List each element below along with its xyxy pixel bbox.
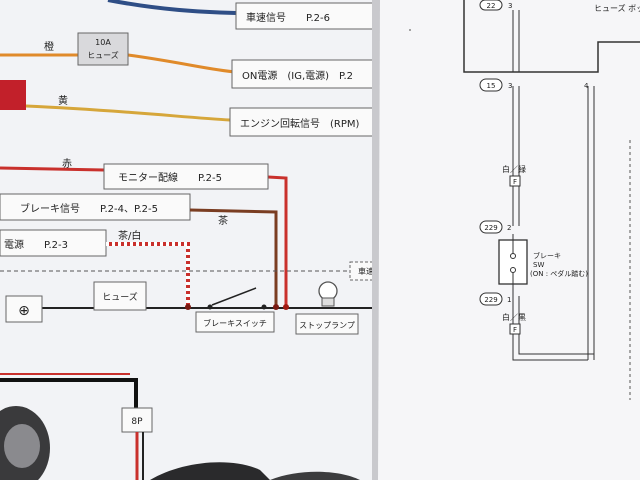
brake-switch-box <box>195 311 275 333</box>
brown-wire-label: 茶 <box>218 214 228 227</box>
junction-brown-white <box>185 304 191 310</box>
foreground-object-center <box>150 462 270 480</box>
pin-22-label: 22 <box>487 2 496 10</box>
brake-signal-box <box>0 193 191 221</box>
flag-f-bottom-box <box>509 323 521 335</box>
foreground-object-right <box>270 471 360 480</box>
paper-speck <box>409 29 411 31</box>
pin-number-4: 4 <box>584 82 589 90</box>
cut-label: 車速 <box>358 266 374 276</box>
brake-switch-contact <box>211 287 257 306</box>
fuse-10a <box>77 32 129 66</box>
pin-15-badge <box>479 78 503 92</box>
inline-fuse-box <box>93 281 147 311</box>
red-wire-label: 赤 <box>62 158 72 170</box>
ecu-block <box>0 80 26 110</box>
junction-red <box>283 304 289 310</box>
brown-white-wire-label: 茶/白 <box>118 229 141 242</box>
brown-white-wire-stripe <box>106 242 190 305</box>
brake-switch-label: ブレーキスイッチ <box>203 318 267 328</box>
pin-number-2: 2 <box>507 224 511 232</box>
pin-15-label: 15 <box>487 82 496 90</box>
on-power-label: ON電源 (IG,電源) P.2 <box>242 69 353 82</box>
stop-lamp-base <box>321 297 335 307</box>
yellow-wire-label: 黄 <box>58 94 68 107</box>
foreground-object-highlight <box>4 424 40 468</box>
power-label: 電源 P.2-3 <box>4 238 68 251</box>
brake-sw-sw: SW <box>533 261 544 269</box>
fuse-name-label: ヒューズ <box>87 50 119 60</box>
red-wire-right <box>267 175 288 305</box>
speed-signal-wire <box>107 0 237 15</box>
brake-signal-label: ブレーキ信号 P.2-4、P.2-5 <box>20 202 158 215</box>
pin-number-3-top: 3 <box>508 2 512 10</box>
wire-white-black-label: 白／黒 <box>502 312 526 322</box>
pin-number-3: 3 <box>508 82 512 90</box>
pin-229-bottom-badge <box>479 292 503 306</box>
wire-return-b <box>518 296 594 355</box>
orange-wire-label: 橙 <box>44 40 54 53</box>
flag-f-top: F <box>513 178 517 186</box>
flag-f-top-box <box>509 175 521 187</box>
battery-symbol: ⊕ <box>18 303 30 319</box>
page-fold <box>372 0 382 480</box>
pin-22-badge <box>479 0 503 11</box>
rpm-label: エンジン回転信号 (RPM) <box>240 118 360 130</box>
red-wire-left <box>0 166 105 172</box>
stop-lamp-bulb <box>318 281 338 301</box>
switch-terminal-b <box>261 304 267 310</box>
fuse-amp-label: 10A <box>95 38 111 47</box>
pin-229-bottom-label: 229 <box>484 296 497 304</box>
brake-sw-note: (ON : ペダル踏む) <box>530 269 588 278</box>
monitor-box <box>103 163 269 190</box>
connector-8p-label: 8P <box>131 417 143 427</box>
stop-lamp-box <box>295 313 359 335</box>
speed-signal-label: 車速信号 P.2-6 <box>246 11 330 24</box>
battery-box <box>5 295 43 323</box>
brake-sw-title: ブレーキ <box>533 251 561 260</box>
yellow-wire <box>25 104 231 122</box>
pin-229-top-label: 229 <box>484 224 497 232</box>
brake-sw-contact-top <box>510 253 516 259</box>
orange-wire-right <box>127 53 237 74</box>
wire-return-a <box>512 296 588 361</box>
junction-brown <box>273 304 279 310</box>
inline-fuse-label: ヒューズ <box>102 291 138 303</box>
rpm-box <box>229 107 381 137</box>
wire-white-green-label: 白／緑 <box>502 164 526 174</box>
pin-229-top-badge <box>479 220 503 234</box>
brown-wire <box>189 208 278 305</box>
monitor-label: モニター配線 P.2-5 <box>118 171 222 184</box>
on-power-box <box>231 59 383 89</box>
fuse-box-frame <box>463 0 640 73</box>
black-wire-8p <box>0 378 138 410</box>
brake-sw-contact-bottom <box>510 267 516 273</box>
pin-number-1: 1 <box>507 296 511 304</box>
fuse-box-label: ヒューズ ボッ <box>594 3 640 13</box>
switch-terminal-a <box>207 304 213 310</box>
flag-f-bottom: F <box>513 326 517 334</box>
stop-lamp-label: ストップランプ <box>299 321 355 330</box>
